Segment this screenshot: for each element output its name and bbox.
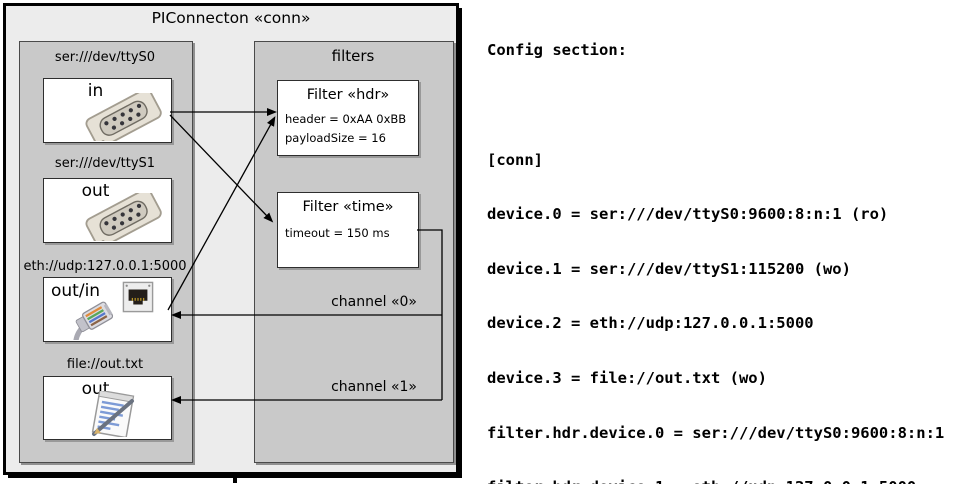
- config-heading: Config section:: [487, 41, 627, 60]
- device-box-ttys1: out: [43, 178, 172, 243]
- config-line: device.3 = file://out.txt (wo): [487, 369, 767, 388]
- filters-panel-title: filters: [331, 47, 375, 65]
- filter-time-param-timeout: timeout = 150 ms: [285, 226, 390, 240]
- config-line: device.1 = ser:///dev/ttyS1:115200 (wo): [487, 259, 851, 278]
- device-box-eth: out/in: [43, 277, 172, 342]
- config-line: filter.hdr.device.1 = eth://udp:127.0.0.…: [487, 478, 954, 484]
- serial-connector-icon: [85, 93, 162, 141]
- config-line: device.0 = ser:///dev/ttyS0:9600:8:n:1 (…: [487, 205, 889, 224]
- ethernet-jack-icon: [122, 281, 154, 313]
- config-line: [conn]: [487, 150, 543, 169]
- device-label-ttys0: ser:///dev/ttyS0: [54, 50, 156, 65]
- channel-0-label: channel «0»: [331, 294, 417, 310]
- filter-hdr-param-payloadsize: payloadSize = 16: [285, 131, 386, 145]
- device-box-file: out: [43, 376, 172, 440]
- filter-time-title: Filter «time»: [302, 199, 394, 215]
- filter-hdr-title: Filter «hdr»: [306, 87, 390, 103]
- device-label-ttys1: ser:///dev/ttyS1: [54, 156, 156, 171]
- ethernet-cable-icon: [71, 301, 114, 340]
- config-line: filter.hdr.device.0 = ser:///dev/ttyS0:9…: [487, 423, 945, 442]
- filter-time-box: Filter «time» timeout = 150 ms: [277, 192, 419, 268]
- diagram-title: PIConnecton «conn»: [151, 9, 311, 27]
- port-direction-label: out: [81, 181, 110, 201]
- device-label-file: file://out.txt: [66, 357, 144, 372]
- device-box-ttys0: in: [43, 78, 172, 143]
- config-line: device.2 = eth://udp:127.0.0.1:5000: [487, 314, 814, 333]
- port-direction-label: out/in: [51, 281, 101, 301]
- port-direction-label: in: [87, 81, 104, 101]
- serial-connector-icon: [85, 193, 162, 241]
- filter-hdr-param-header: header = 0xAA 0xBB: [285, 112, 407, 126]
- channel-1-label: channel «1»: [331, 379, 417, 395]
- filter-hdr-box: Filter «hdr» header = 0xAA 0xBB payloadS…: [277, 80, 419, 156]
- device-label-eth: eth://udp:127.0.0.1:5000: [23, 259, 187, 274]
- notepad-pen-icon: [91, 391, 135, 437]
- bottom-border-tick: [233, 473, 237, 483]
- config-section: Config section: [conn] device.0 = ser://…: [487, 5, 954, 484]
- config-blank-line: [487, 96, 954, 114]
